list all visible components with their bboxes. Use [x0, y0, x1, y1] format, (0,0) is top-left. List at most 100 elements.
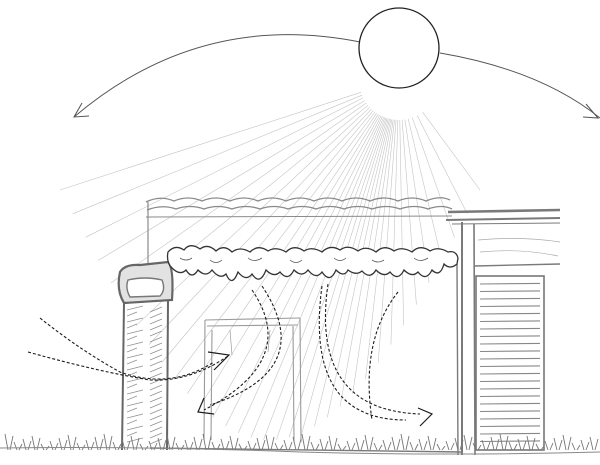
pillar-hatch-stroke [127, 414, 143, 418]
sun-icon [359, 8, 439, 88]
grass-blade [77, 443, 80, 450]
grass-blade [415, 444, 418, 450]
grass-blade [442, 446, 445, 450]
grass-blade [437, 444, 440, 450]
grass-blade [28, 441, 31, 450]
grass-blade [383, 440, 386, 450]
grass-blade [338, 444, 341, 450]
grass-blade [428, 436, 431, 450]
grass-blade [572, 443, 575, 450]
grass-blade [343, 446, 346, 450]
shutter-slat [480, 298, 540, 299]
grass-blade [59, 438, 62, 450]
pillar-hatch-stroke [127, 360, 137, 364]
shutter-slat [480, 396, 540, 397]
pillar-hatch-stroke [150, 361, 162, 366]
airflow-arrowheads [198, 352, 432, 426]
pillar-hatch-stroke [127, 306, 143, 310]
shutter-slat [480, 343, 540, 344]
shutter-slat [480, 411, 540, 412]
grass-blade [329, 436, 332, 450]
pillar-hatch-stroke [150, 337, 162, 342]
grass-blade [469, 437, 472, 450]
pillar-hatch-stroke [150, 427, 162, 432]
sun-ray [391, 120, 398, 345]
shutter-slat [480, 441, 540, 442]
pillar-hatch-stroke [150, 403, 162, 408]
airflow-arrow-4 [210, 286, 281, 405]
grass-blade [262, 440, 265, 450]
sun-ray [289, 118, 387, 437]
sun-ray [408, 119, 442, 261]
shutter-slat [480, 291, 540, 292]
grass-blade [392, 437, 395, 450]
airflow-arrow-2 [28, 352, 228, 380]
pillar-hatch-stroke [127, 390, 143, 394]
grass-blade [302, 434, 305, 450]
pillar-hatch-stroke [150, 397, 162, 402]
grass-blade [464, 435, 467, 450]
grass-blade [365, 435, 368, 450]
airflow-arrow-3 [204, 290, 268, 410]
grass-blade [361, 440, 364, 450]
grass-blade [577, 445, 580, 450]
pillar-hatch-stroke [150, 367, 162, 372]
pillar-hatch-stroke [150, 325, 162, 330]
grass-blade [424, 441, 427, 450]
pillar-hatch-stroke [150, 391, 162, 396]
grass-blade [379, 445, 382, 450]
grass-blade [271, 437, 274, 450]
pillar-hatch-stroke [150, 313, 162, 318]
grass-blade [100, 439, 103, 450]
sun-ray [73, 95, 362, 214]
grass-blade [298, 439, 301, 450]
grass-blade [208, 436, 211, 450]
pillar-hatch-stroke [150, 409, 162, 414]
grass-blade [257, 438, 260, 450]
grass-blade [320, 439, 323, 450]
shutter-slat [480, 336, 540, 337]
grass-blade [334, 438, 337, 450]
sun-ray [264, 117, 385, 439]
grass-blade [86, 440, 89, 450]
grass-blade [307, 436, 310, 450]
pillar-hatch-stroke [127, 420, 137, 424]
grass-blade [23, 439, 26, 450]
pillar-hatch-stroke [127, 396, 137, 400]
pillar-hatch-stroke [150, 349, 162, 354]
pillar-hatch-stroke [127, 426, 143, 430]
sun-ray [162, 111, 373, 363]
grass-blade [568, 437, 571, 450]
shutter-slat [480, 388, 540, 389]
shutter-slat [480, 328, 540, 329]
shutter-slat [480, 283, 540, 284]
pillar-hatch-stroke [150, 439, 162, 444]
shutter-slat [480, 373, 540, 374]
grass-blade [50, 441, 53, 450]
pillar-hatch-stroke [150, 385, 162, 390]
grass-blade [401, 434, 404, 450]
grass-blade [590, 437, 593, 450]
grass-blade [446, 441, 449, 450]
grass-blade [37, 438, 40, 450]
pillar-hatch-stroke [127, 324, 137, 328]
pillar-hatch-stroke [127, 402, 143, 406]
grass-blade [266, 435, 269, 450]
shutter-slat [480, 418, 540, 419]
stone-pillar [119, 262, 173, 450]
pillar-hatch-stroke [150, 421, 162, 426]
airflow-arrow-7 [369, 292, 398, 420]
pillar-hatch-stroke [150, 373, 162, 378]
grass-blade [95, 437, 98, 450]
shutter-slat [480, 426, 540, 427]
sun-ray [251, 117, 384, 438]
sun-ray [60, 92, 361, 190]
pillar-hatch-stroke [127, 372, 137, 376]
grass-blade [554, 438, 557, 450]
grass-blade [325, 441, 328, 450]
pillar-hatch-stroke [127, 312, 137, 316]
shutter-slat [480, 381, 540, 382]
grass-blade [181, 445, 184, 450]
grass-blade [127, 441, 130, 450]
